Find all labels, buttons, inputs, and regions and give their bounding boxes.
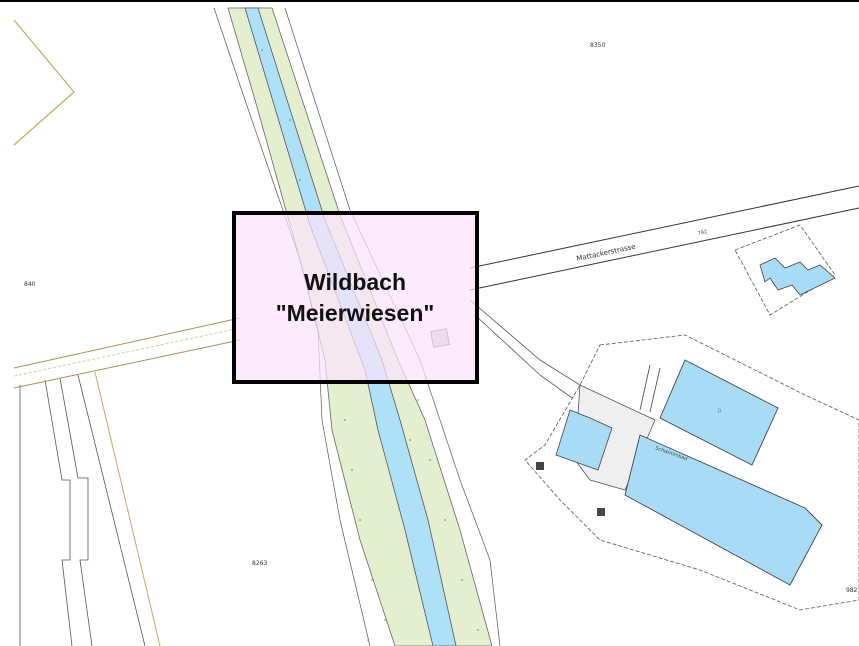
parcel-boundary-sw bbox=[19, 371, 161, 646]
road-mattackerstrasse bbox=[469, 185, 859, 291]
callout-line-1: Wildbach bbox=[304, 269, 406, 295]
svg-text:▯: ▯ bbox=[718, 408, 721, 414]
ne-property bbox=[734, 224, 836, 316]
parcel-boundary-nw bbox=[13, 19, 75, 146]
street-name-label: Mattackerstrasse bbox=[576, 243, 636, 263]
top-border bbox=[0, 0, 859, 2]
access-path bbox=[469, 299, 581, 401]
facility-schwimmbad: ▯ bbox=[524, 334, 859, 611]
street-number-label: 792 bbox=[697, 229, 708, 237]
parcel-label-southwest: 8263 bbox=[252, 560, 267, 567]
parcel-label-west: 840 bbox=[24, 281, 36, 288]
riparian-dots bbox=[261, 49, 479, 641]
callout-line-2: "Meierwiesen" bbox=[276, 300, 435, 326]
parcel-label-east-edge: 982 bbox=[846, 587, 858, 594]
parcel-label-north: 8350 bbox=[590, 42, 605, 49]
callout-wildbach: Wildbach "Meierwiesen" bbox=[232, 211, 479, 384]
road-west bbox=[13, 317, 241, 389]
